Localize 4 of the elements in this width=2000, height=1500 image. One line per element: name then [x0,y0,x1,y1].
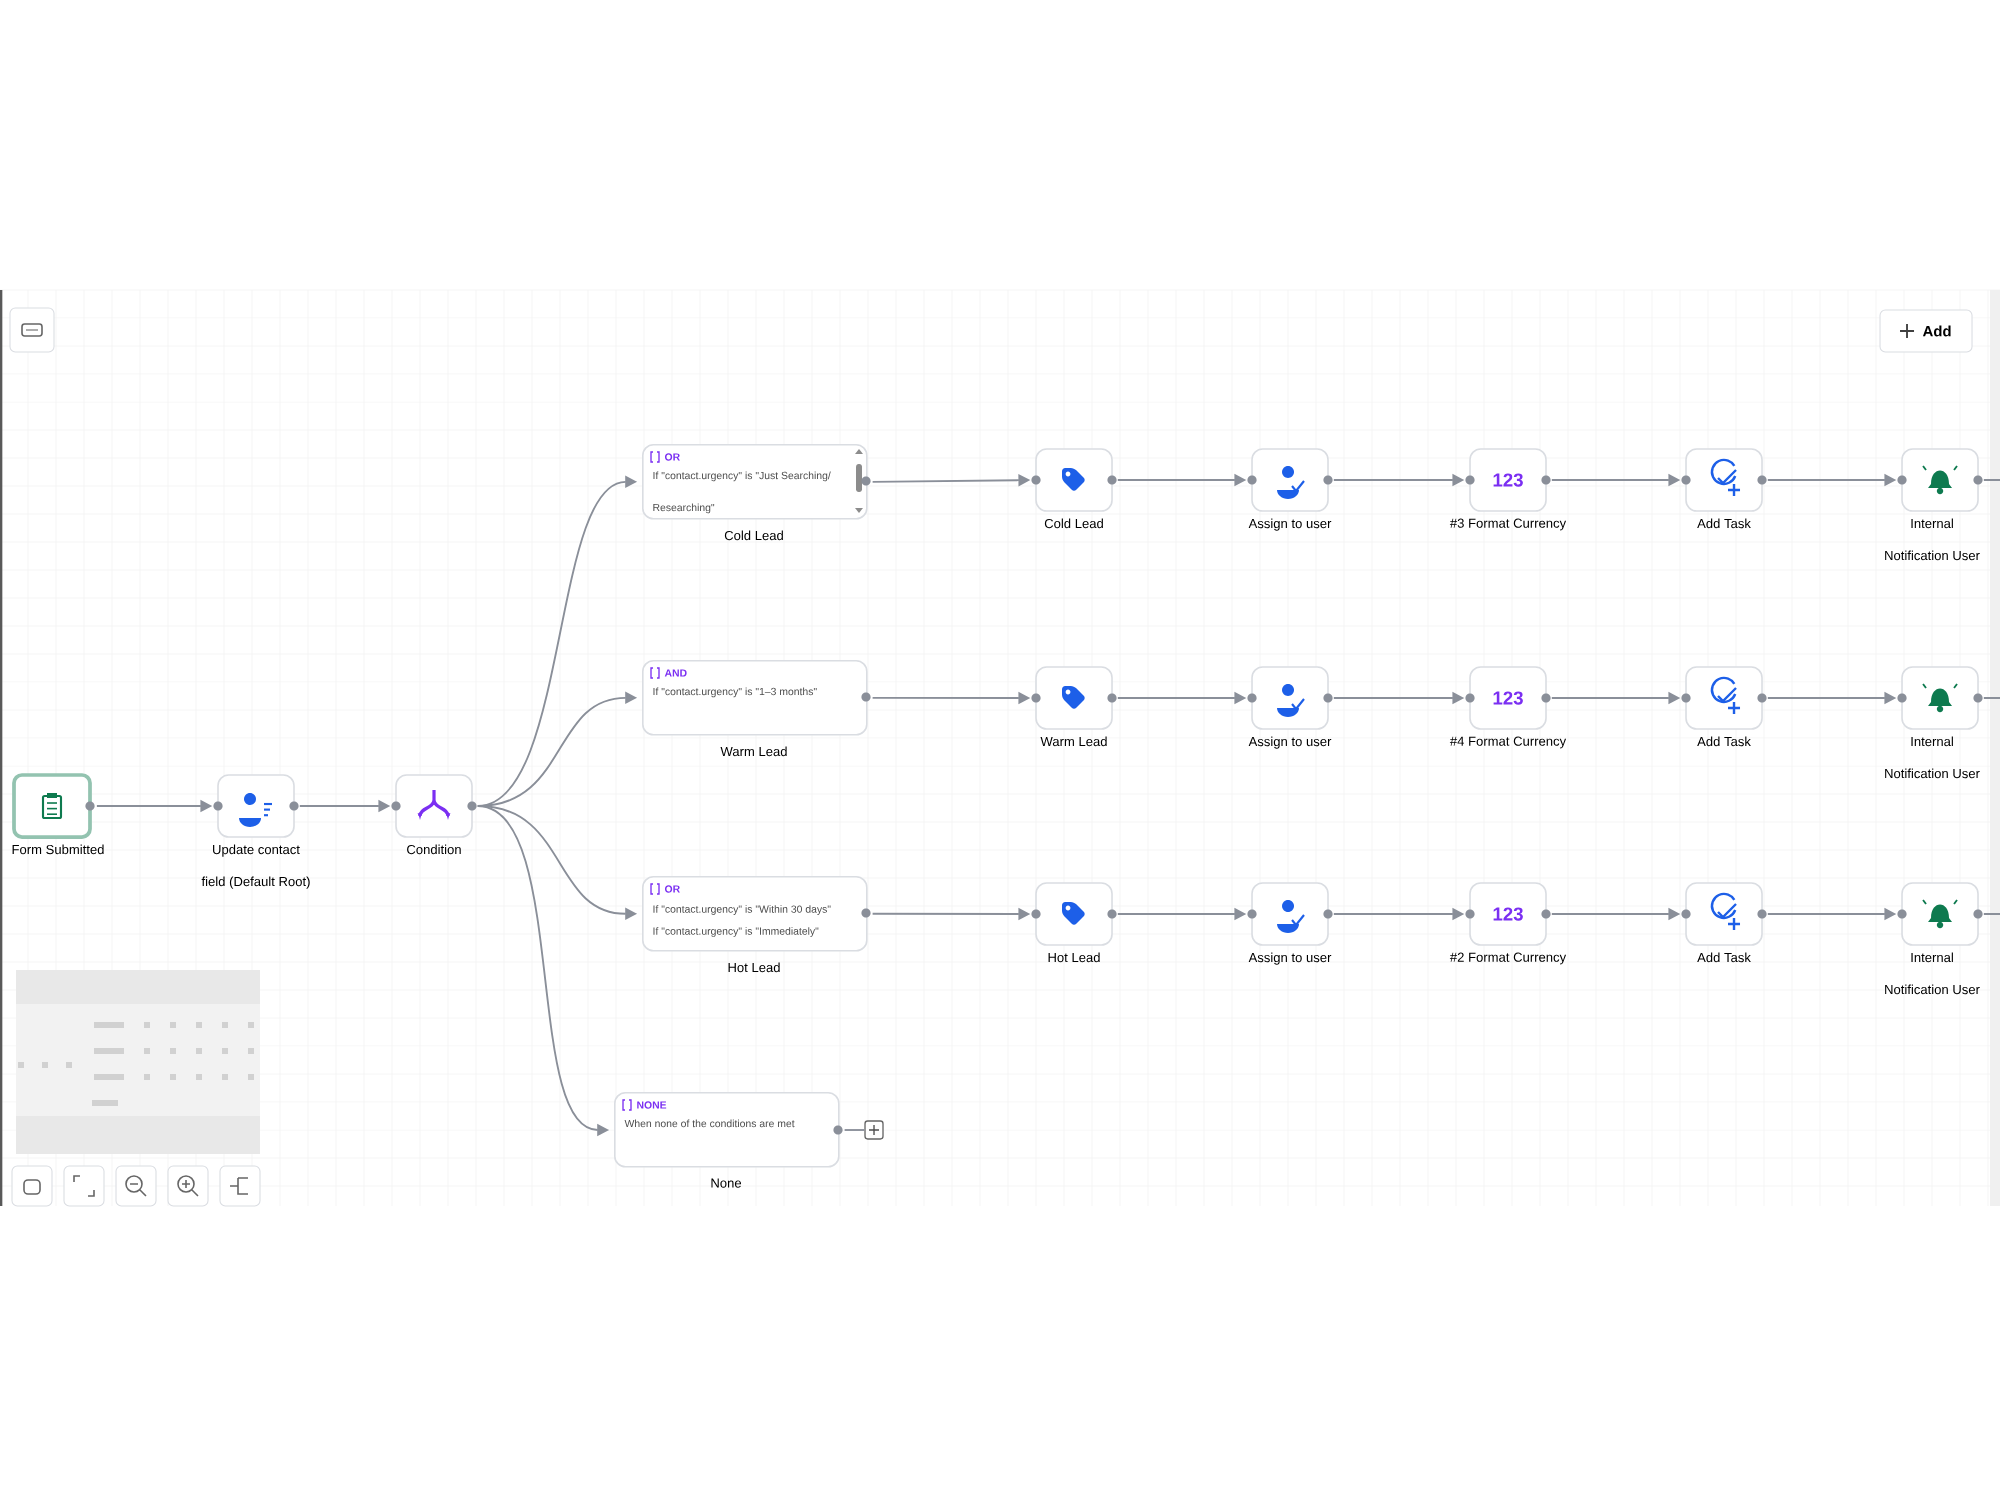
number-icon: 123 [1493,473,1523,487]
number-icon: 123 [1493,907,1523,921]
add-step-button [864,1120,884,1140]
number-icon: 123 [1493,691,1523,705]
